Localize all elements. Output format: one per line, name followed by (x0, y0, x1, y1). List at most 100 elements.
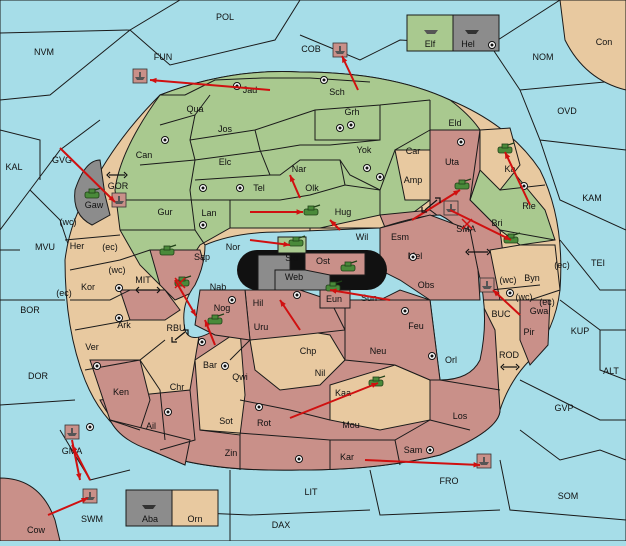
move-order-arrow (289, 174, 301, 199)
move-order-arrow (329, 288, 391, 301)
sea-label-gvp: GVP (554, 403, 573, 413)
supply-center-icon (236, 184, 244, 192)
territory-ail[interactable] (109, 419, 191, 466)
supply-center-icon (293, 291, 301, 299)
sea-label-rbu: RBU (166, 323, 185, 333)
move-order-arrow (204, 319, 216, 346)
failed-order-cross-icon (461, 218, 473, 230)
territory-label-ail: Ail (146, 421, 156, 431)
coast-tag: (wc) (500, 275, 517, 285)
sea-label-gvg: GVG (52, 155, 72, 165)
fleet-unit-icon[interactable] (64, 424, 80, 440)
territory-label-pir: Pir (524, 327, 535, 337)
territory-cow[interactable] (0, 477, 61, 542)
army-unit-icon[interactable] (497, 142, 515, 154)
move-order-arrow (289, 382, 379, 419)
supply-center-icon (347, 121, 355, 129)
legend-orn-label: Orn (187, 514, 202, 524)
territory-label-hil: Hil (253, 298, 264, 308)
sea-label-gor: GOR (108, 181, 129, 191)
territory-byn[interactable] (489, 244, 561, 301)
move-order-arrow (504, 151, 531, 206)
move-order-arrow (449, 209, 512, 241)
sea-label-gma: GMA (62, 446, 83, 456)
supply-center-icon (457, 138, 465, 146)
sea-label-dor: DOR (28, 371, 49, 381)
sea-label-swm: SWM (81, 514, 103, 524)
territory-label-zin: Zin (225, 448, 238, 458)
units (64, 30, 521, 509)
territory-label-nab: Nab (210, 282, 227, 292)
territory-label-jad: Jad (243, 85, 258, 95)
region-elf (114, 71, 481, 286)
fleet-unit-icon[interactable] (332, 42, 348, 58)
territory-label-rie: Rie (522, 201, 536, 211)
army-unit-icon[interactable] (454, 178, 472, 190)
coast-tag: (wc) (516, 292, 533, 302)
coast-tag: (ec) (539, 297, 555, 307)
territory-label-sap: Sap (194, 252, 210, 262)
army-unit-icon[interactable] (340, 260, 358, 272)
sea-label-tei: TEI (591, 258, 605, 268)
supply-center-icon (115, 314, 123, 322)
territory-label-orl: Orl (445, 355, 457, 365)
territory-label-chr: Chr (170, 382, 185, 392)
territory-label-rot: Rot (257, 418, 272, 428)
army-unit-icon[interactable] (325, 280, 343, 292)
territory-ost[interactable] (304, 252, 366, 276)
army-unit-icon[interactable] (207, 313, 225, 325)
territory-label-hug: Hug (335, 207, 352, 217)
move-order-arrow (411, 189, 461, 221)
sea-label-sma: SMA (456, 224, 476, 234)
fleet-unit-icon[interactable] (479, 277, 495, 293)
territory-label-eld: Eld (448, 118, 461, 128)
territory-label-obs: Obs (418, 280, 435, 290)
legend-hel-label: Hel (461, 39, 475, 49)
territory-label-qwi: Qwi (232, 372, 248, 382)
coast-tag: (ec) (56, 288, 72, 298)
territory-label-esm: Esm (391, 232, 409, 242)
territory-ka[interactable] (479, 127, 521, 191)
territory-label-sun: Sun (361, 293, 377, 303)
legend-fleet-icon (142, 505, 156, 509)
supply-center-icon (428, 352, 436, 360)
convoy-links (106, 171, 520, 371)
coast-tag: (ec) (554, 260, 570, 270)
move-order-arrow (364, 459, 481, 468)
supply-center-icon (86, 423, 94, 431)
legend-aba-label: Aba (142, 514, 158, 524)
legend-top: Elf Hel (406, 14, 500, 52)
territory-feu[interactable] (344, 299, 441, 381)
territory-label-skr: Skr (285, 253, 299, 263)
sea-label-nvm: NVM (34, 47, 54, 57)
sea-label-fun: FUN (154, 52, 173, 62)
territory-label-jos: Jos (218, 124, 233, 134)
fleet-unit-icon[interactable] (476, 453, 492, 469)
territory-ken[interactable] (89, 359, 151, 431)
territory-label-neu: Neu (370, 346, 387, 356)
army-unit-icon[interactable] (288, 235, 306, 247)
territory-label-mou: Mou (342, 420, 360, 430)
sea-label-alt: ALT (603, 366, 619, 376)
territory-label-byn: Byn (524, 273, 540, 283)
army-unit-icon[interactable] (84, 187, 102, 199)
supply-center-icon (426, 446, 434, 454)
move-order-arrow (492, 289, 521, 316)
legend-elf-label: Elf (425, 39, 436, 49)
territory-label-grh: Grh (344, 107, 359, 117)
territory-label-olk: Olk (305, 183, 319, 193)
army-unit-icon[interactable] (159, 244, 177, 256)
army-unit-icon[interactable] (303, 204, 321, 216)
territory-label-chp: Chp (300, 346, 317, 356)
coast-tag: (wc) (109, 265, 126, 275)
territory-label-ken: Ken (113, 387, 129, 397)
sea-label-fro: FRO (440, 476, 459, 486)
move-order-arrow (250, 209, 303, 215)
territory-label-qua: Qua (186, 104, 203, 114)
supply-center-icon (228, 296, 236, 304)
coast-tag: (ec) (102, 242, 118, 252)
territory-label-yok: Yok (357, 145, 372, 155)
territory-label-gwa: Gwa (530, 306, 549, 316)
fleet-unit-icon[interactable] (132, 68, 148, 84)
